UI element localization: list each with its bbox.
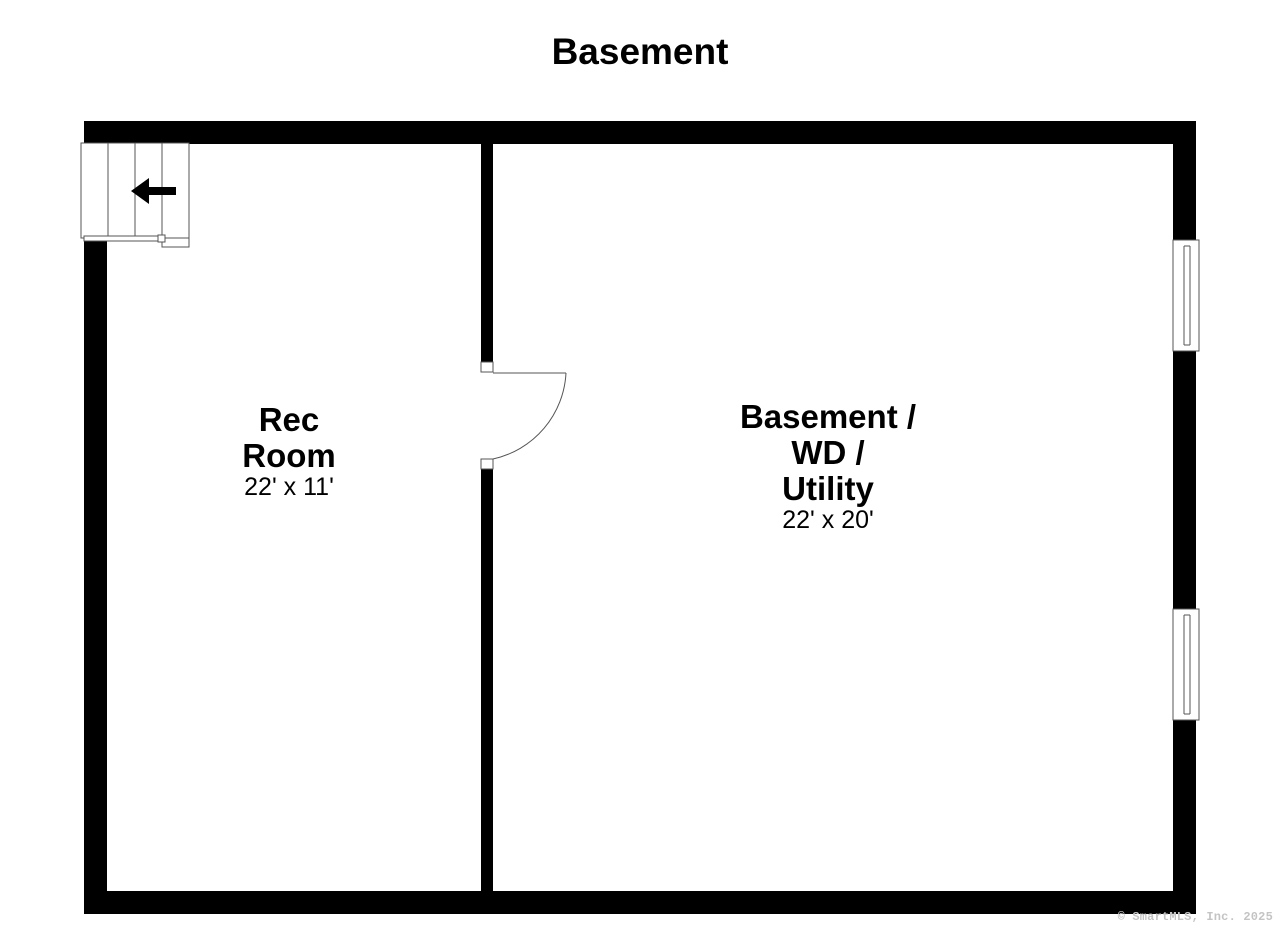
room-name: Rec Room xyxy=(242,401,336,474)
floor-title: Basement xyxy=(551,31,729,72)
copyright-notice: © SmartMLS, Inc. 2025 xyxy=(1117,910,1273,924)
wall-right-top xyxy=(1173,121,1196,240)
window-icon xyxy=(1172,608,1200,721)
interior-wall xyxy=(481,144,493,891)
room-dimensions: 22' x 20' xyxy=(782,506,874,534)
wall-bottom xyxy=(84,891,1196,914)
wall-top xyxy=(84,121,1196,144)
room-basement-utility: Basement / WD / Utility 22' x 20' xyxy=(688,399,968,534)
room-name: Basement / WD / Utility xyxy=(739,398,917,507)
interior-wall-upper xyxy=(481,144,493,362)
window-icon xyxy=(1172,239,1200,352)
room-rec-room: Rec Room 22' x 11' xyxy=(189,402,389,501)
wall-right-middle xyxy=(1173,351,1196,609)
wall-left xyxy=(84,238,107,914)
wall-right-bottom xyxy=(1173,720,1196,914)
interior-wall-lower xyxy=(481,469,493,891)
outer-walls xyxy=(84,121,1196,914)
door-swing-icon xyxy=(480,361,567,470)
room-dimensions: 22' x 11' xyxy=(244,473,334,501)
arrow-left-icon xyxy=(131,178,176,204)
